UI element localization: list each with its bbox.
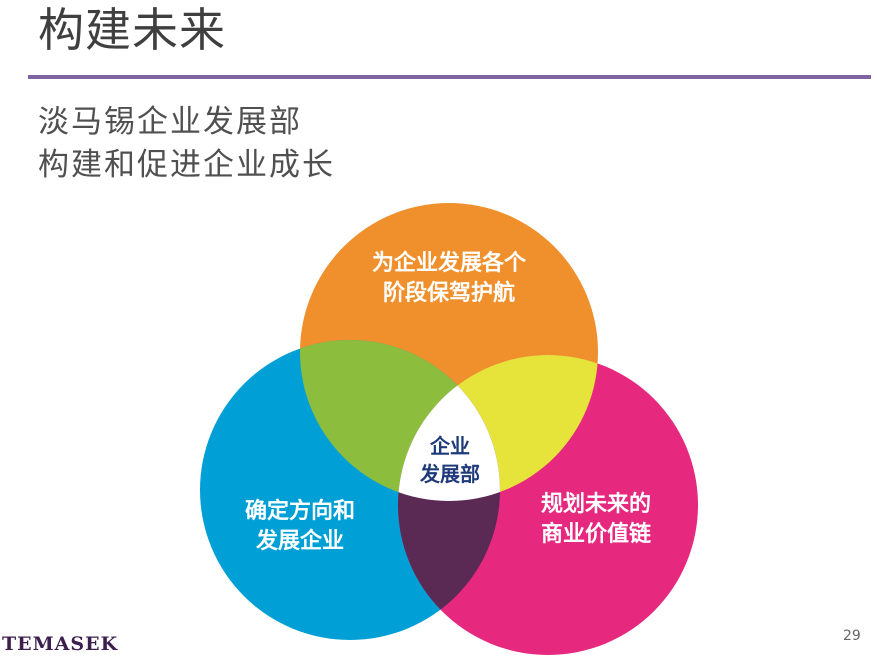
venn-left-label-line: 发展企业 (255, 529, 344, 554)
venn-right-label: 规划未来的 商业价值链 (486, 490, 706, 550)
venn-center-label-line: 发展部 (420, 462, 480, 486)
venn-left-label: 确定方向和 发展企业 (190, 497, 410, 557)
venn-center-label-line: 企业 (430, 434, 470, 458)
subtitle-line-2: 构建和促进企业成长 (38, 147, 335, 183)
subtitle-line-1: 淡马锡企业发展部 (38, 104, 302, 140)
slide-title: 构建未来 (38, 3, 226, 57)
venn-center-label: 企业 发展部 (400, 432, 500, 488)
venn-overlap-center (398, 355, 500, 501)
page-number: 29 (843, 628, 861, 644)
venn-left-label-line: 确定方向和 (244, 499, 355, 524)
venn-top-label-line: 阶段保驾护航 (382, 281, 515, 306)
venn-top-label-line: 为企业发展各个 (371, 251, 526, 276)
venn-top-label: 为企业发展各个 阶段保驾护航 (339, 249, 559, 309)
venn-right-label-line: 规划未来的 (540, 492, 651, 517)
venn-right-label-line: 商业价值链 (540, 522, 651, 547)
title-divider (28, 75, 871, 79)
temasek-logo: TEMASEK (2, 633, 119, 655)
